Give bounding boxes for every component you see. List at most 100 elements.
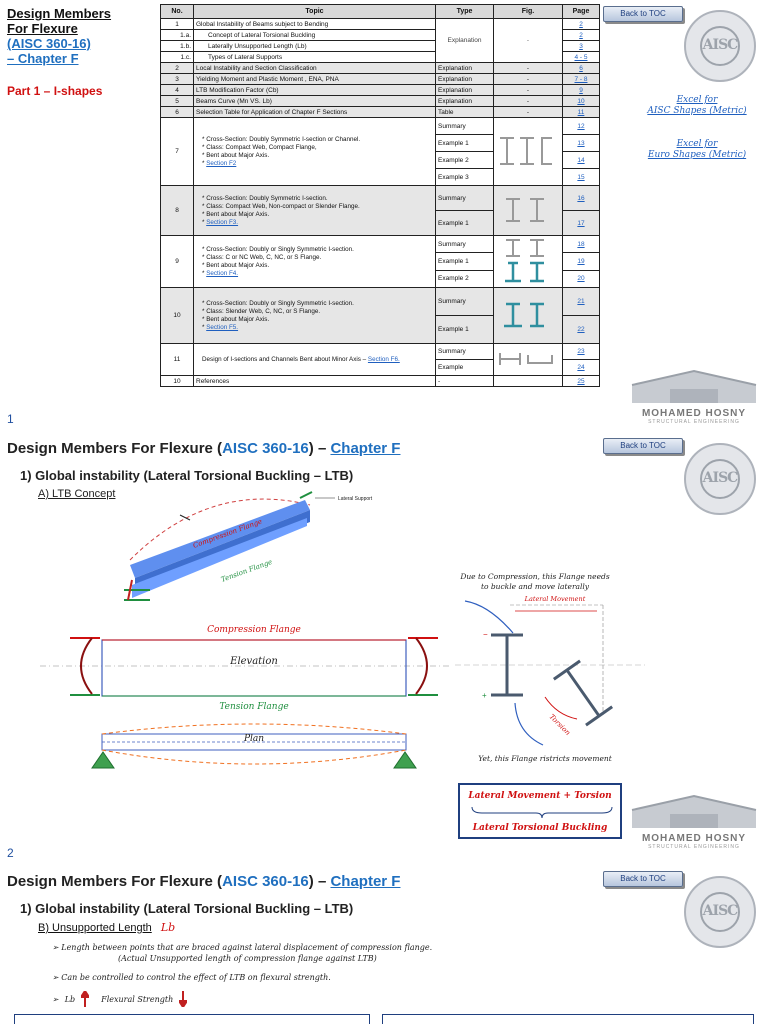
aisc-link[interactable]: AISC 360-16 (222, 873, 309, 890)
page-link[interactable]: 23 (562, 343, 600, 360)
topic-line: * Class: Compact Web, Non-compact or Sle… (202, 202, 360, 210)
section-link[interactable]: Section F4. (206, 269, 239, 277)
row-type: Example 1 (435, 315, 494, 344)
page-link[interactable]: 2 (562, 29, 600, 41)
cross-section-figure: Due to Compression, this Flange needs to… (455, 572, 645, 763)
excel-euro-link[interactable]: Excel for Euro Shapes (Metric) (637, 139, 757, 161)
page-link[interactable]: 25 (562, 375, 600, 387)
title-text: ) – (308, 440, 331, 457)
row-fig: - (493, 73, 563, 85)
row-type: Summary (435, 287, 494, 316)
page-link[interactable]: 3 (562, 40, 600, 52)
page-link[interactable]: 6 (562, 62, 600, 74)
row-no: 5 (160, 95, 194, 107)
toc-table: No. Topic Type Fig. Page 1 Global Instab… (160, 4, 600, 387)
page3-subtitle: 1) Global instability (Lateral Torsional… (20, 901, 354, 916)
bullet-text: Length between points that are braced ag… (61, 943, 433, 952)
plan-label: Plan (243, 734, 264, 744)
page-link[interactable]: 15 (562, 168, 600, 186)
row-fig: - (493, 95, 563, 107)
bullet-subtext: (Actual Unsupported length of compressio… (118, 954, 377, 963)
excel-euro-line2: Euro Shapes (Metric) (647, 150, 747, 160)
page-link[interactable]: 4 - 5 (562, 51, 600, 63)
row-type: Explanation (435, 62, 494, 74)
building-icon (631, 794, 757, 828)
chapter-link[interactable]: Chapter F (330, 440, 401, 457)
page-link[interactable]: 20 (562, 269, 600, 289)
excel-aisc-link[interactable]: Excel for AISC Shapes (Metric) (637, 95, 757, 117)
back-to-toc-button[interactable]: Back to TOC (603, 6, 683, 22)
page-link[interactable]: 18 (562, 234, 600, 254)
page-link[interactable]: 2 (562, 18, 600, 30)
arrow-down-icon (179, 991, 188, 1007)
col-header-type: Type (435, 4, 494, 19)
section-link[interactable]: Section F2 (206, 159, 237, 167)
lateral-movement-label: Lateral Movement (524, 595, 586, 603)
page-link[interactable]: 14 (562, 151, 600, 169)
row-fig: - (493, 84, 563, 96)
aisc-link[interactable]: AISC 360-16 (222, 440, 309, 457)
svg-text:+: + (482, 691, 487, 700)
chapter-link[interactable]: Chapter F (330, 873, 401, 890)
logo-name: MOHAMED HOSNY (641, 833, 747, 844)
page-link[interactable]: 13 (562, 134, 600, 152)
logo-sub: STRUCTURAL ENGINEERING (648, 419, 740, 425)
note-bottom: Yet, this Flange ristricts movement (478, 754, 612, 763)
table-row: Example 1 17 (161, 210, 600, 236)
excel-aisc-line1: Excel for (676, 95, 718, 105)
back-to-toc-button[interactable]: Back to TOC (603, 871, 683, 887)
topic-line: Design of I-sections and Channels Bent a… (202, 355, 368, 363)
page-link[interactable]: 19 (562, 252, 600, 271)
row-no: 11 (160, 343, 194, 376)
page-link[interactable]: 7 - 8 (562, 73, 600, 85)
elevation-compression-label: Compression Flange (207, 625, 301, 635)
row-no: 1.b. (160, 40, 194, 52)
page-link[interactable]: 17 (562, 210, 600, 236)
aisc-link[interactable]: (AISC 360-16) (7, 36, 91, 51)
title-line1: Design Members (7, 6, 112, 21)
page-number: 1 (7, 412, 14, 426)
table-row: 4 LTB Modification Factor (Cb) Explanati… (160, 84, 600, 96)
excel-euro-line1: Excel for (676, 139, 718, 149)
row-type: Summary (435, 234, 494, 254)
topic-line: * Bent about Major Axis. (202, 151, 270, 159)
page-link[interactable]: 11 (562, 106, 600, 118)
row-topic: Global Instability of Beams subject to B… (193, 18, 436, 30)
row-no: 8 (160, 185, 194, 236)
table-row: 10 * Cross-Section: Doubly or Singly Sym… (160, 287, 600, 344)
page-link[interactable]: 10 (562, 95, 600, 107)
ibeam-figure (493, 117, 563, 186)
elevation-plan-figure: Compression Flange Elevation Tension Fla… (40, 625, 450, 769)
table-row: Example 1 13 (161, 134, 600, 152)
flexural-strength-text: Flexural Strength (101, 994, 174, 1004)
section-link[interactable]: Section F6. (367, 355, 400, 363)
ibeam-icon (505, 238, 544, 282)
row-topic: LTB Modification Factor (Cb) (193, 84, 436, 96)
aisc-seal-logo: AISC (684, 876, 756, 948)
table-row: 5 Beams Curve (Mn VS. Lb) Explanation - … (160, 95, 600, 107)
row-type: Explanation (435, 18, 494, 63)
table-row: 2 Local Instability and Section Classifi… (160, 62, 600, 74)
bullet-item: ➢ Length between points that are braced … (52, 943, 433, 952)
brace-icon (471, 806, 613, 819)
chapter-link[interactable]: – Chapter F (7, 51, 79, 66)
page-link[interactable]: 24 (562, 359, 600, 376)
title-text: Design Members For Flexure ( (7, 873, 223, 890)
logo-sub: STRUCTURAL ENGINEERING (648, 844, 740, 850)
topic-line: * Cross-Section: Doubly or Singly Symmet… (202, 299, 354, 307)
page-link[interactable]: 9 (562, 84, 600, 96)
row-type: Example 2 (435, 151, 494, 169)
page-link[interactable]: 12 (562, 117, 600, 135)
page-link[interactable]: 16 (562, 185, 600, 211)
page-link[interactable]: 21 (562, 287, 600, 316)
section-link[interactable]: Section F3. (206, 218, 239, 226)
page-link[interactable]: 22 (562, 315, 600, 344)
arrow-up-icon (81, 991, 90, 1007)
row-no: 1.a. (160, 29, 194, 41)
topic-line: * Cross-Section: Doubly Symmetric I-sect… (202, 194, 328, 202)
back-to-toc-button[interactable]: Back to TOC (603, 438, 683, 454)
section-link[interactable]: Section F5. (206, 323, 239, 331)
table-row: 7 * Cross-Section: Doubly Symmetric I-se… (160, 117, 600, 186)
row-fig: - (493, 106, 563, 118)
topic-line: * Class: Compact Web, Compact Flange, (202, 143, 317, 151)
